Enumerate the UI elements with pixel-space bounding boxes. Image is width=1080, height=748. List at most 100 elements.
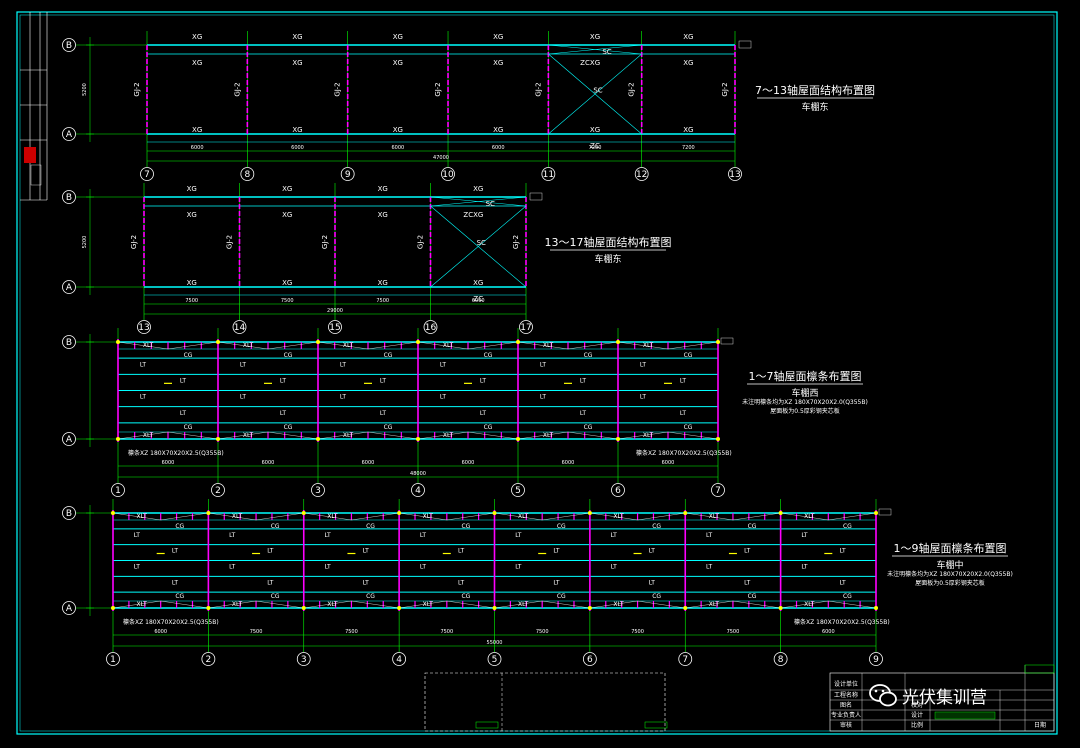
title-block-cell: 设计单位 [834, 680, 858, 688]
member-label-cg: CG [652, 593, 661, 600]
member-label-lt: LT [340, 361, 347, 368]
member-label-xlt: XLT [232, 601, 243, 608]
member-label-lt: LT [680, 377, 687, 384]
total-dimension: 55000 [487, 640, 503, 646]
member-label-lt: LT [515, 563, 522, 570]
axis-bubble: 7 [140, 167, 154, 181]
member-label-xg: XG [192, 33, 202, 41]
axis-bubble: 2 [201, 652, 216, 666]
span-dimension: 6000 [492, 145, 505, 151]
axis-bubble-label: 6 [587, 655, 593, 665]
span-dimension: 7500 [250, 629, 263, 635]
member-label-lt: LT [540, 361, 547, 368]
member-label-cg: CG [271, 523, 280, 530]
member-label-lt: LT [580, 410, 587, 417]
span-dimension: 6000 [154, 629, 167, 635]
axis-bubble: B [62, 38, 76, 52]
axis-bubble-label: 7 [715, 486, 721, 496]
axis-bubble-label: 17 [520, 323, 531, 333]
member-label-lt: LT [325, 563, 332, 570]
drawing-subtitle: 车棚东 [594, 253, 621, 265]
axis-bubble: 8 [240, 167, 255, 181]
span-dimension: 7500 [281, 298, 294, 304]
title-block-cell: 专业负责人 [831, 711, 861, 719]
member-label-xlt: XLT [243, 432, 254, 439]
axis-bubble-label: 8 [244, 170, 250, 180]
span-dimension: 7200 [589, 145, 602, 151]
axis-bubble: A [62, 432, 76, 446]
axis-bubble-label: 3 [301, 655, 307, 665]
member-label-xlt: XLT [136, 601, 147, 608]
title-block-cell: 审核 [840, 721, 852, 729]
axis-bubble-label: 4 [396, 655, 402, 665]
member-label-lt: LT [840, 548, 847, 555]
axis-bubble-label: 1 [110, 655, 116, 665]
member-label-lt: LT [458, 579, 465, 586]
axis-bubble-label: 1 [115, 486, 121, 496]
member-label-lt: LT [440, 361, 447, 368]
member-label-xg: XG [292, 59, 302, 67]
approval-stamp-icon [24, 147, 36, 163]
member-label-xlt: XLT [613, 513, 624, 520]
member-label-cg: CG [484, 424, 493, 431]
member-label-xlt: XLT [343, 432, 354, 439]
total-dimension: 29000 [327, 308, 343, 314]
member-label-xlt: XLT [518, 513, 529, 520]
member-label-zc: ZC [580, 59, 590, 67]
drawing-title: 13～17轴屋面结构布置图 [545, 235, 672, 249]
member-label-xg: XG [493, 126, 503, 134]
member-label-xg: XG [683, 33, 693, 41]
span-dimension: 6000 [472, 298, 485, 304]
member-label-lt: LT [640, 394, 647, 401]
member-label-xg: XG [292, 126, 302, 134]
member-label-xg: XG [187, 185, 197, 193]
member-label-cg: CG [366, 523, 375, 530]
axis-bubble: 11 [541, 167, 556, 181]
axis-bubble-label: 5 [492, 655, 498, 665]
member-label-xg: XG [683, 59, 693, 67]
span-dimension: 6000 [262, 460, 275, 466]
total-dimension: 48000 [410, 471, 426, 477]
span-dimension: 6000 [822, 629, 835, 635]
member-label-lt: LT [640, 361, 647, 368]
axis-bubble: 2 [211, 483, 225, 497]
member-label-cg: CG [584, 352, 593, 359]
member-label-cg: CG [557, 523, 566, 530]
member-label-zc: ZC [463, 211, 473, 219]
axis-bubble-label: 16 [425, 323, 437, 333]
member-label-xg: XG [590, 33, 600, 41]
axis-bubble: 16 [423, 320, 438, 334]
watermark-text: 光伏集训营 [902, 688, 987, 708]
member-label-lt: LT [180, 377, 187, 384]
member-label-lt: LT [540, 394, 547, 401]
member-label-lt: LT [172, 548, 179, 555]
axis-bubble-label: 10 [442, 170, 454, 180]
column-label-gj2: GJ-2 [512, 235, 520, 249]
axis-bubble-label: 11 [543, 170, 554, 180]
member-label-xlt: XLT [709, 601, 720, 608]
span-dimension: 7500 [631, 629, 644, 635]
column-label-gj2: GJ-2 [334, 82, 342, 96]
member-label-xg: XG [493, 59, 503, 67]
axis-bubble-label: 15 [329, 323, 340, 333]
member-label-lt: LT [267, 548, 274, 555]
axis-bubble: 7 [678, 652, 693, 666]
column-label-gj2: GJ-2 [534, 82, 542, 96]
wechat-icon [869, 684, 897, 707]
span-dimension: 7500 [536, 629, 549, 635]
column-label-gj2: GJ-2 [226, 235, 234, 249]
axis-bubble-label: A [66, 283, 73, 293]
member-label-xlt: XLT [143, 432, 154, 439]
member-label-lt: LT [229, 563, 236, 570]
member-label-xlt: XLT [327, 601, 338, 608]
member-label-xg: XG [282, 279, 292, 287]
axis-bubble: 3 [311, 483, 325, 497]
